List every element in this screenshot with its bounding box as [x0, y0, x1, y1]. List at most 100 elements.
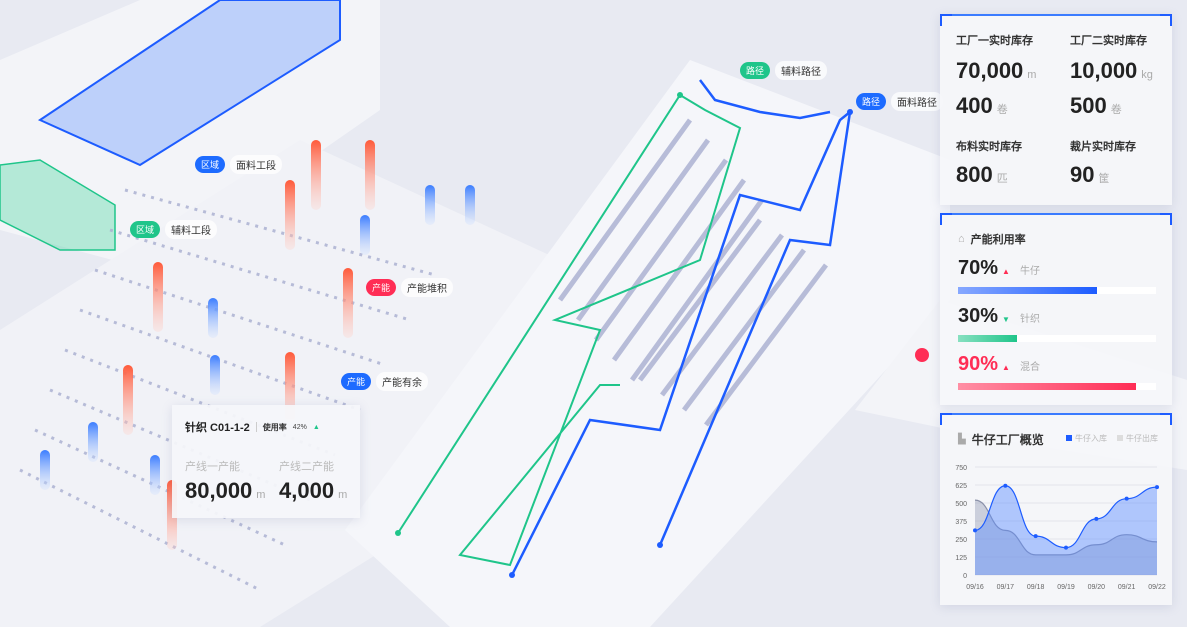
- map-label[interactable]: 区域面料工段: [195, 155, 283, 174]
- factory2-title: 工厂二实时库存: [1070, 35, 1147, 47]
- factory1-rolls: 400: [956, 93, 993, 118]
- label-text: 面料工段: [230, 155, 283, 174]
- data-point[interactable]: [1124, 496, 1129, 501]
- label-tag: 产能: [366, 279, 397, 296]
- x-tick-label: 09/21: [1118, 584, 1136, 591]
- unit: 筐: [1098, 173, 1110, 185]
- chart-legend: 牛仔入库 牛仔出库: [1066, 433, 1158, 444]
- capacity-pillar[interactable]: [465, 185, 475, 225]
- y-tick-label: 375: [955, 519, 967, 526]
- x-tick-label: 09/22: [1148, 584, 1166, 591]
- map-label[interactable]: 产能产能有余: [341, 372, 429, 391]
- map-label[interactable]: 产能产能堆积: [366, 278, 454, 297]
- capacity-row: 90%▲ 混合: [958, 353, 1040, 376]
- legend-label: 牛仔入库: [1075, 434, 1107, 443]
- machine-name: 针织 C01-1-2: [185, 422, 250, 434]
- capacity-pillar[interactable]: [208, 298, 218, 338]
- map-label[interactable]: 路径辅料路径: [740, 61, 828, 80]
- capacity-label: 针织: [1019, 314, 1040, 325]
- series-area: [975, 485, 1157, 575]
- capacity-label: 混合: [1019, 362, 1040, 373]
- capacity-pillar[interactable]: [365, 140, 375, 210]
- data-point[interactable]: [973, 528, 977, 533]
- y-tick-label: 625: [955, 483, 967, 490]
- capacity-percent: 30%: [958, 305, 999, 327]
- line2-label: 产线二产能: [279, 461, 334, 473]
- x-tick-label: 09/16: [966, 584, 984, 591]
- capacity-percent: 70%: [958, 257, 999, 279]
- data-point[interactable]: [1033, 534, 1038, 539]
- cloth-title: 布料实时库存: [956, 141, 1022, 153]
- alert-marker-icon[interactable]: [915, 348, 929, 362]
- trend-up-icon: ▲: [1002, 267, 1010, 276]
- line1-value: 80,000: [185, 478, 253, 503]
- capacity-panel: ⌂产能利用率 70%▲牛仔 30%▼针织 90%▲混合: [940, 213, 1172, 405]
- chart-title: 牛仔工厂概览: [971, 433, 1044, 447]
- x-tick-label: 09/20: [1088, 584, 1106, 591]
- accessory-path: [397, 93, 742, 567]
- cloth-value: 800: [956, 162, 993, 187]
- capacity-bar: [958, 383, 1156, 390]
- capacity-pillar[interactable]: [123, 365, 133, 435]
- capacity-pillar[interactable]: [311, 140, 321, 210]
- factory2-rolls: 500: [1070, 93, 1107, 118]
- capacity-pillar[interactable]: [343, 268, 353, 338]
- capacity-pillar[interactable]: [150, 455, 160, 495]
- y-tick-label: 500: [955, 501, 967, 508]
- trend-up-icon: ▲: [1002, 363, 1010, 372]
- capacity-pillar[interactable]: [425, 185, 435, 225]
- capacity-pillars: [40, 140, 929, 550]
- capacity-pillar[interactable]: [285, 352, 295, 422]
- capacity-pillar[interactable]: [88, 422, 98, 462]
- legend-out[interactable]: 牛仔出库: [1117, 433, 1158, 444]
- data-point[interactable]: [1064, 545, 1068, 550]
- capacity-pillar[interactable]: [360, 215, 370, 255]
- capacity-percent: 90%: [958, 353, 999, 375]
- factory1-length: 70,000: [956, 58, 1024, 83]
- capacity-row: 70%▲牛仔: [958, 257, 1040, 280]
- unit: m: [256, 489, 266, 501]
- line1-label: 产线一产能: [185, 461, 240, 473]
- series-area: [975, 500, 1157, 575]
- capacity-pillar[interactable]: [153, 262, 163, 332]
- unit: 卷: [996, 104, 1008, 116]
- capacity-bar: [958, 287, 1156, 294]
- capacity-bar-fill: [958, 383, 1137, 390]
- unit: m: [1027, 69, 1037, 81]
- x-tick-label: 09/18: [1027, 584, 1045, 591]
- series-line: [974, 499, 1158, 556]
- data-point[interactable]: [1155, 485, 1159, 490]
- label-text: 辅料工段: [165, 220, 218, 239]
- capacity-pillar[interactable]: [40, 450, 50, 490]
- data-point[interactable]: [1094, 516, 1099, 521]
- capacity-bar-fill: [958, 287, 1097, 294]
- map-label[interactable]: 路径面料路径: [856, 92, 944, 111]
- bar-chart-icon: ▙: [958, 434, 966, 445]
- legend-in[interactable]: 牛仔入库: [1066, 433, 1107, 444]
- unit: m: [338, 489, 348, 501]
- label-text: 产能有余: [376, 372, 429, 391]
- label-tag: 路径: [740, 62, 771, 79]
- trend-up-icon: ▲: [312, 423, 320, 431]
- capacity-pillar[interactable]: [210, 355, 220, 395]
- x-tick-label: 09/17: [997, 584, 1015, 591]
- usage-label: 使用率: [262, 422, 287, 432]
- map-label[interactable]: 区域辅料工段: [130, 220, 218, 239]
- label-text: 面料路径: [891, 92, 944, 111]
- unit: 匹: [996, 173, 1008, 185]
- capacity-row: 30%▼针织: [958, 305, 1040, 328]
- data-point[interactable]: [1003, 483, 1008, 488]
- label-tag: 区域: [195, 156, 226, 173]
- y-tick-label: 250: [955, 537, 967, 544]
- factory2-weight: 10,000: [1070, 58, 1138, 83]
- label-tag: 路径: [856, 93, 887, 110]
- capacity-pillar[interactable]: [285, 180, 295, 250]
- unit: 卷: [1110, 104, 1122, 116]
- cut-value: 90: [1070, 162, 1095, 187]
- y-tick-label: 0: [963, 573, 967, 580]
- y-tick-label: 750: [955, 465, 967, 472]
